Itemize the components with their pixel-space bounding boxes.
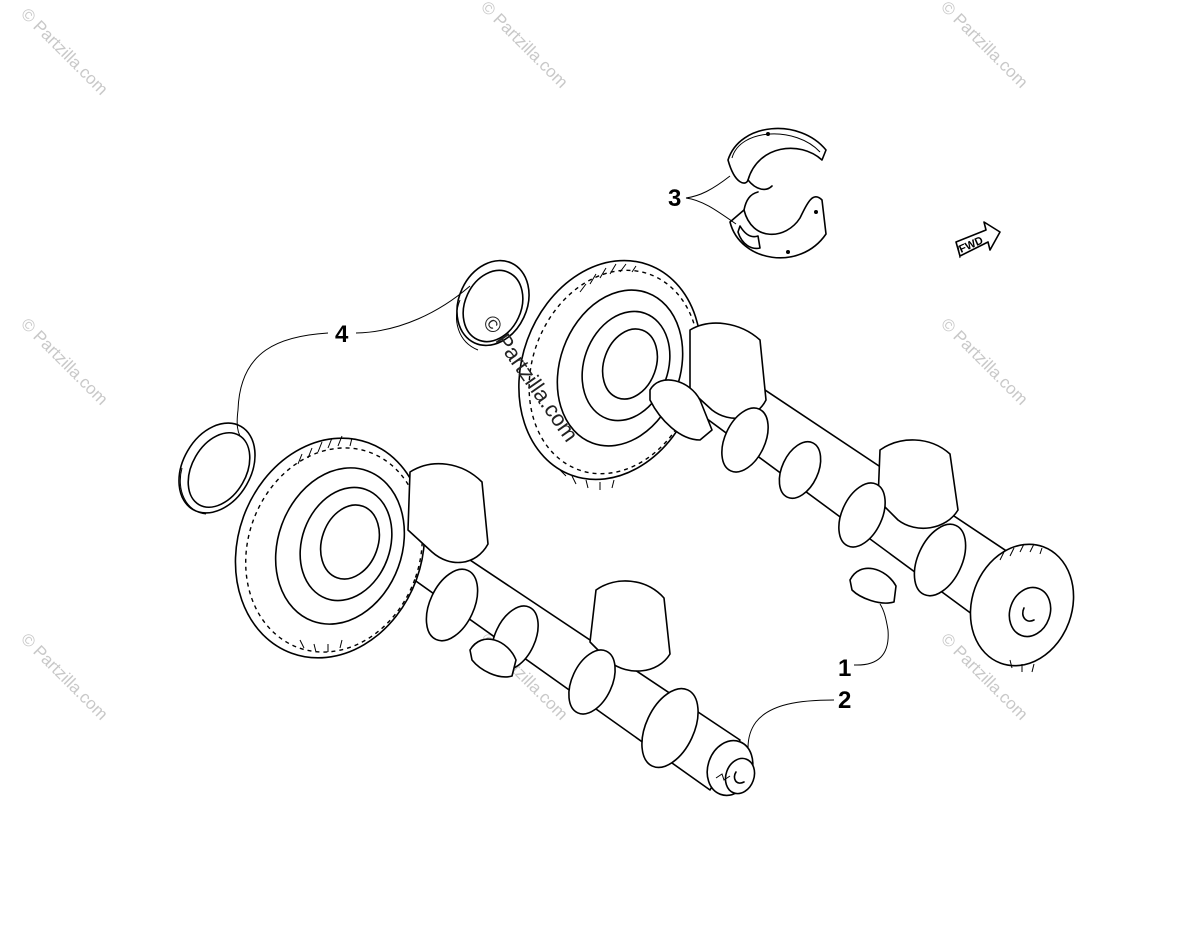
watermark-3: © Partzilla.com bbox=[937, 0, 1031, 92]
watermark-4: © Partzilla.com bbox=[17, 314, 111, 408]
camshaft-lower-part-1 bbox=[234, 435, 756, 797]
watermark-6: © Partzilla.com bbox=[17, 629, 111, 723]
watermark-1: © Partzilla.com bbox=[17, 4, 111, 98]
bearing-halves-part-3 bbox=[727, 127, 827, 259]
fwd-arrow-icon: FWD bbox=[955, 221, 1001, 259]
callout-1: 1 bbox=[838, 655, 851, 682]
camshaft-upper-part-1 bbox=[518, 259, 1075, 673]
ring-upper-part-4 bbox=[456, 259, 530, 351]
callout-labels: 3 4 1 2 bbox=[335, 185, 851, 714]
callout-4: 4 bbox=[335, 321, 349, 348]
ring-lower-part-4 bbox=[178, 422, 256, 515]
watermark-2: © Partzilla.com bbox=[477, 0, 571, 92]
leader-lines bbox=[236, 175, 889, 749]
callout-3: 3 bbox=[668, 185, 681, 212]
fwd-label: FWD bbox=[957, 235, 985, 256]
watermark-5: © Partzilla.com bbox=[937, 314, 1031, 408]
callout-2: 2 bbox=[838, 687, 851, 714]
